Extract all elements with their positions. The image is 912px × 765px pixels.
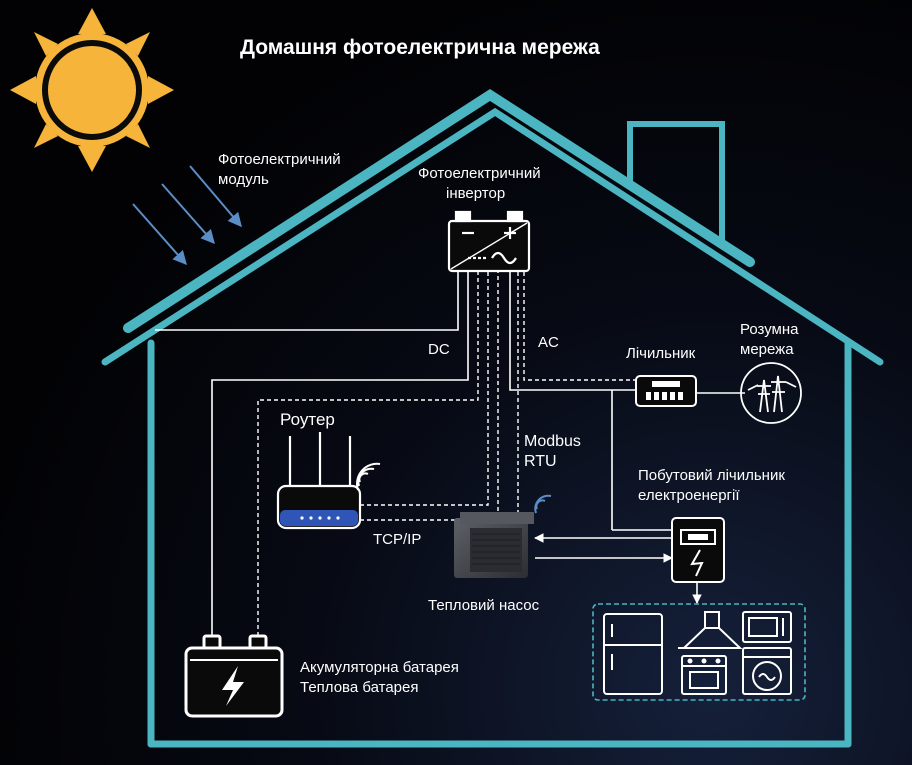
household-meter-label: Побутовий лічильник електроенергії <box>638 466 785 506</box>
grid-tower-icon <box>740 362 802 424</box>
battery-label: Акумуляторна батарея Теплова батарея <box>300 658 459 698</box>
ac-label: AC <box>538 334 559 351</box>
tcpip-label: TCP/IP <box>373 531 422 548</box>
household-meter-label-line1: Побутовий лічильник <box>638 467 785 484</box>
smart-grid-label: Розумна мережа <box>740 320 799 360</box>
wifi-icon <box>356 462 381 491</box>
inverter-label-line1: Фотоелектричний <box>418 165 541 182</box>
oven-icon <box>681 655 727 695</box>
smart-grid-label-line2: мережа <box>740 341 794 358</box>
household-meter-label-line2: електроенергії <box>638 487 740 504</box>
solid-wiring <box>155 272 745 636</box>
heat-pump-wifi-icon <box>534 494 552 514</box>
router-label: Роутер <box>280 410 335 429</box>
sun-rays <box>132 165 242 266</box>
household-meter-icon <box>671 517 725 583</box>
modbus-label: Modbus RTU <box>524 432 581 472</box>
heat-pump-icon <box>454 512 534 578</box>
washing-machine-icon <box>742 647 792 695</box>
meter-label: Лічильник <box>626 345 696 362</box>
page-title: Домашня фотоелектрична мережа <box>240 36 600 59</box>
heat-pump-label: Тепловий насос <box>428 597 540 614</box>
inverter-icon <box>447 210 531 273</box>
range-hood-icon <box>678 611 743 649</box>
modbus-label-line1: Modbus <box>524 433 581 450</box>
smart-grid-label-line1: Розумна <box>740 321 799 338</box>
inverter-label-line2: інвертор <box>446 185 506 202</box>
meter-icon <box>635 375 697 407</box>
microwave-icon <box>742 611 792 643</box>
sun-icon <box>10 8 174 172</box>
fridge-icon <box>603 613 663 695</box>
router-icon <box>276 432 362 530</box>
pv-module-label: Фотоелектричний модуль <box>218 150 368 190</box>
battery-label-line2: Теплова батарея <box>300 679 419 696</box>
inverter-label: Фотоелектричний інвертор <box>418 164 541 204</box>
dashed-wiring <box>257 272 636 636</box>
battery-label-line1: Акумуляторна батарея <box>300 659 459 676</box>
battery-icon <box>184 634 284 718</box>
appliances-group <box>592 603 806 701</box>
modbus-label-line2: RTU <box>524 453 557 470</box>
dc-label: DC <box>428 341 450 358</box>
house-outline <box>101 89 884 748</box>
pv-module-label-text: Фотоелектричний модуль <box>218 151 341 188</box>
